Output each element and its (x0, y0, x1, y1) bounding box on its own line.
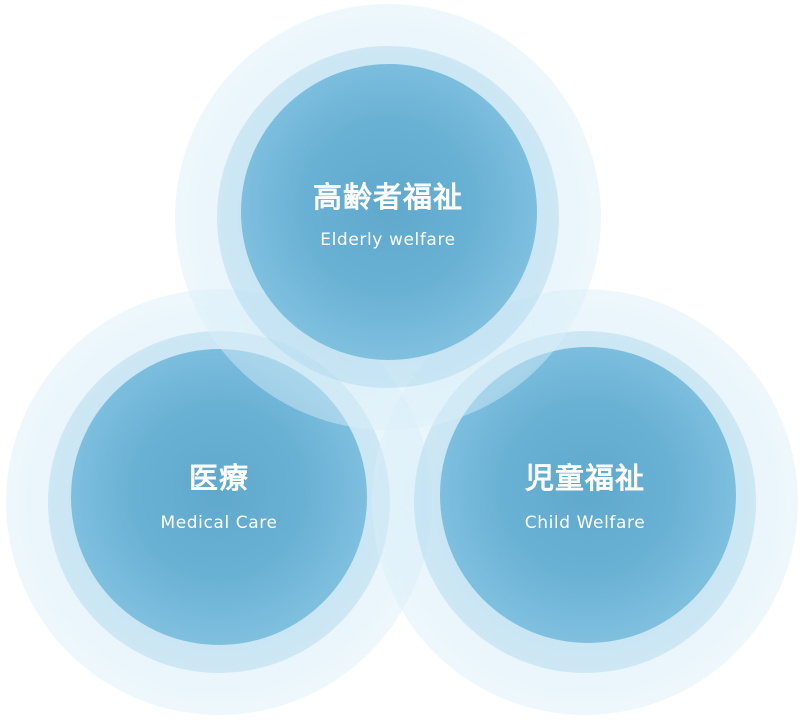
elderly-welfare-circle: 高齢者福祉 Elderly welfare (175, 4, 601, 430)
medical-care-title: 医療 (188, 461, 249, 495)
elderly-welfare-subtitle: Elderly welfare (320, 230, 456, 250)
elderly-welfare-core (241, 64, 537, 360)
child-welfare-title: 児童福祉 (524, 461, 645, 495)
medical-care-subtitle: Medical Care (160, 513, 278, 533)
child-welfare-subtitle: Child Welfare (524, 513, 646, 533)
elderly-welfare-title: 高齢者福祉 (312, 180, 463, 214)
